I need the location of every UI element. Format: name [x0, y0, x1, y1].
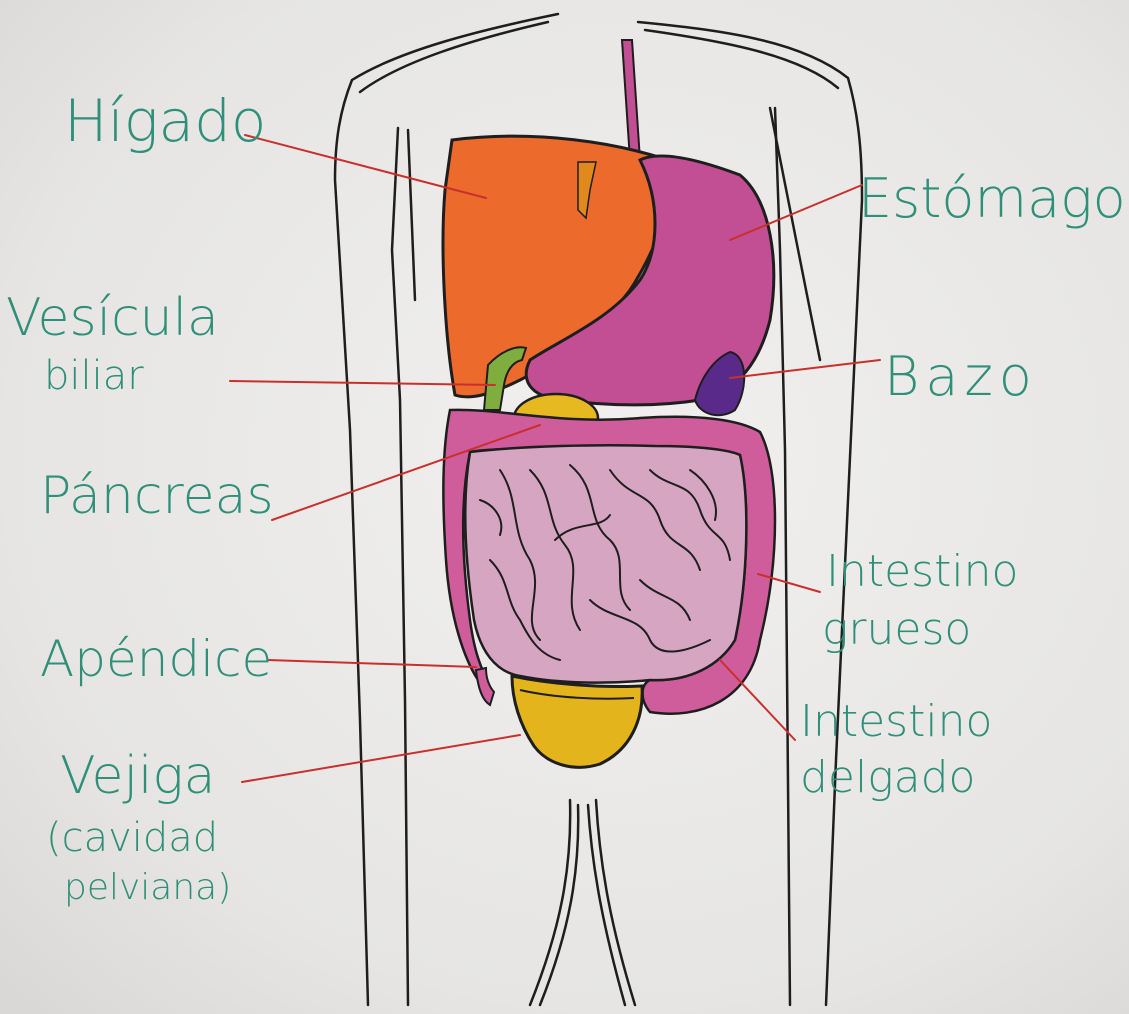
- label-bazo: Bazo: [884, 350, 1038, 404]
- label-intestino-delgado-line2: delgado: [800, 756, 975, 800]
- label-pancreas: Páncreas: [40, 470, 274, 522]
- leader-line-apendice: [268, 660, 476, 667]
- bladder: [512, 676, 642, 767]
- label-intestino-delgado-line1: Intestino: [800, 700, 992, 744]
- leader-line-int-delgado: [720, 660, 795, 740]
- label-vejiga-line2: (cavidad: [46, 818, 218, 858]
- left-leg-line-2: [540, 805, 578, 1005]
- left-leg-line: [530, 800, 570, 1005]
- label-apendice: Apéndice: [40, 634, 272, 684]
- left-arm-inner-line-2: [408, 130, 415, 300]
- right-shoulder-line-2: [645, 30, 838, 88]
- right-arm-inner-line-2: [770, 108, 820, 360]
- label-vesicula-line1: Vesícula: [6, 292, 219, 344]
- label-estomago: Estómago: [858, 172, 1126, 226]
- label-vejiga-line3: pelviana): [64, 870, 231, 906]
- label-higado: Hígado: [64, 92, 266, 150]
- left-shoulder-line-2: [360, 22, 548, 92]
- right-leg-line-2: [588, 805, 625, 1005]
- appendix: [476, 668, 494, 705]
- esophagus: [622, 40, 640, 160]
- left-arm-inner-line: [392, 128, 408, 1005]
- right-arm-inner-line: [775, 108, 790, 1005]
- small-intestine: [465, 445, 746, 682]
- label-vesicula-line2: biliar: [44, 356, 144, 396]
- leader-line-vejiga: [242, 735, 520, 782]
- label-vejiga-line1: Vejiga: [60, 750, 216, 802]
- label-intestino-grueso-line2: grueso: [822, 608, 971, 652]
- label-intestino-grueso-line1: Intestino: [826, 550, 1018, 594]
